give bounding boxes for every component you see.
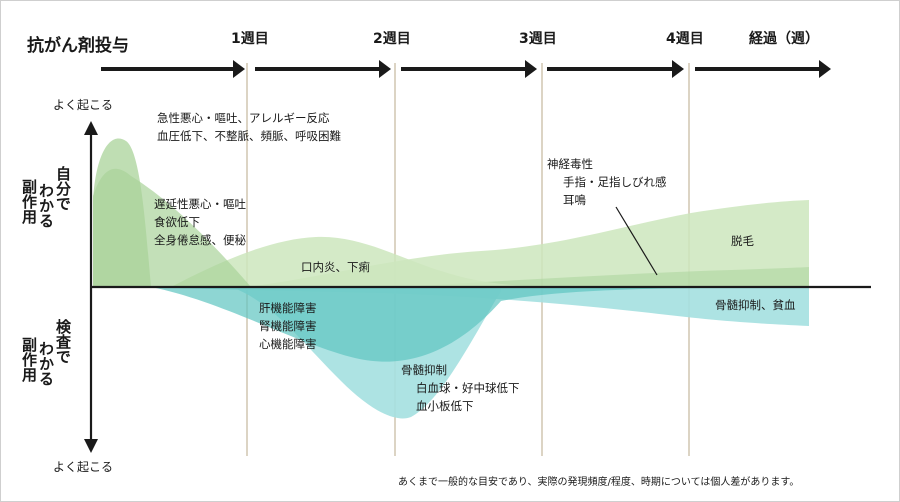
time-axis-label: 経過（週）	[749, 30, 819, 47]
neuro-pointer-line	[615, 206, 658, 276]
label-neuro-line-3: 耳鳴	[563, 193, 586, 207]
label-neuro-line-2: 手指・足指しびれ感	[563, 175, 667, 189]
label-acute: 急性悪心・嘔吐、アレルギー反応 血圧低下、不整脈、頻脈、呼吸困難	[157, 111, 341, 143]
area-organ	[151, 287, 701, 362]
lower-axis-label-line-3: 副作用	[20, 337, 38, 383]
axis-top-label: よく起こる	[53, 98, 113, 112]
area-neuro	[401, 267, 809, 287]
lower-axis-label: 検査で わかる 副作用	[20, 318, 72, 386]
area-marrow-late	[151, 287, 809, 326]
upper-axis-label-line-2: わかる	[37, 183, 55, 228]
label-marrow-late: 骨髄抑制、貧血	[715, 298, 796, 312]
label-marrow-line-2: 白血球・好中球低下	[416, 381, 520, 395]
footnote: あくまで一般的な目安であり、実際の発現頻度/程度、時期については個人差があります…	[398, 475, 799, 488]
label-organ: 肝機能障害 腎機能障害 心機能障害	[259, 301, 317, 351]
upper-axis-label: 自分で わかる 副作用	[20, 165, 72, 228]
diagram-title: 抗がん剤投与	[27, 35, 129, 56]
y-arrow-up	[84, 121, 98, 135]
week-label-3: 3週目	[519, 31, 557, 47]
week-label-4: 4週目	[666, 31, 704, 47]
week-arrow-1	[101, 60, 245, 78]
week-label-1: 1週目	[231, 31, 269, 47]
label-organ-line-2: 腎機能障害	[259, 319, 317, 333]
label-marrow-line-3: 血小板低下	[416, 399, 474, 413]
label-organ-line-3: 心機能障害	[259, 337, 317, 351]
label-acute-line-2: 血圧低下、不整脈、頻脈、呼吸困難	[157, 129, 341, 143]
lower-axis-label-line-2: わかる	[37, 341, 55, 386]
week-arrow-2	[255, 60, 391, 78]
label-organ-line-1: 肝機能障害	[259, 301, 317, 315]
week-arrow-3	[401, 60, 537, 78]
label-delayed-line-1: 遅延性悪心・嘔吐	[154, 197, 246, 211]
label-neuro-line-1: 神経毒性	[547, 157, 593, 171]
week-arrows	[101, 60, 831, 78]
label-delayed: 遅延性悪心・嘔吐 食欲低下 全身倦怠感、便秘	[154, 197, 246, 247]
lower-axis-label-line-1: 検査で	[54, 318, 72, 364]
axis-bottom-label: よく起こる	[53, 460, 113, 474]
label-acute-line-1: 急性悪心・嘔吐、アレルギー反応	[157, 111, 330, 125]
label-delayed-line-2: 食欲低下	[154, 215, 200, 229]
upper-axis-label-line-3: 副作用	[20, 179, 38, 225]
label-stomatitis: 口内炎、下痢	[301, 260, 370, 274]
week-label-2: 2週目	[373, 31, 411, 47]
week-arrow-4	[547, 60, 684, 78]
label-marrow-line-1: 骨髄抑制	[401, 363, 447, 377]
week-arrow-5	[695, 60, 831, 78]
label-marrow: 骨髄抑制 白血球・好中球低下 血小板低下	[401, 363, 520, 413]
area-stomatitis	[171, 236, 541, 287]
y-arrow-down	[84, 439, 98, 453]
label-neuro: 神経毒性 手指・足指しびれ感 耳鳴	[547, 157, 667, 207]
area-delayed	[93, 168, 251, 287]
label-alopecia: 脱毛	[731, 234, 754, 248]
upper-axis-label-line-1: 自分で	[54, 165, 72, 211]
label-delayed-line-3: 全身倦怠感、便秘	[154, 233, 246, 247]
